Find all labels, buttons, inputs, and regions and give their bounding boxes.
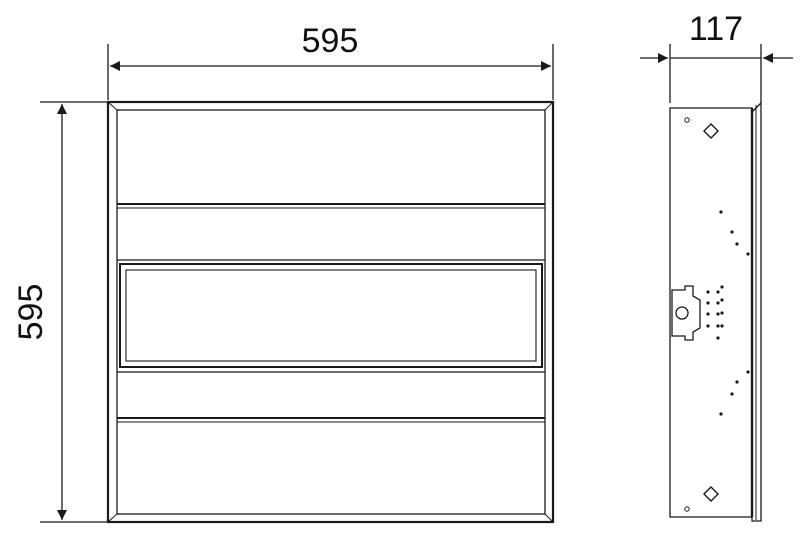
outer-frame bbox=[106, 100, 555, 524]
front-height-dimension: 595 bbox=[12, 101, 108, 523]
front-view bbox=[106, 100, 555, 524]
diffuser-window-inner bbox=[125, 269, 537, 362]
front-width-label: 595 bbox=[302, 22, 359, 60]
side-housing-outline bbox=[669, 101, 762, 522]
front-height-label: 595 bbox=[12, 284, 50, 341]
corner-bevel-bl bbox=[107, 513, 118, 523]
inner-frame bbox=[116, 109, 546, 515]
side-depth-dimension: 117 bbox=[640, 10, 793, 103]
screw-hole-bottom bbox=[684, 506, 690, 512]
side-bracket bbox=[671, 285, 701, 341]
front-width-dimension: 595 bbox=[107, 22, 554, 100]
side-depth-label: 117 bbox=[689, 10, 743, 48]
side-view-rivets bbox=[706, 210, 750, 416]
diffuser-window-outer bbox=[119, 263, 543, 368]
mount-diamond-top bbox=[703, 123, 719, 139]
side-view bbox=[669, 101, 762, 522]
screw-hole-top bbox=[684, 117, 690, 123]
corner-bevel-tl bbox=[107, 101, 118, 111]
corner-bevel-tr bbox=[544, 101, 554, 111]
corner-bevel-br bbox=[544, 513, 554, 523]
mount-diamond-bottom bbox=[703, 486, 719, 502]
bracket-bolt bbox=[675, 306, 689, 320]
